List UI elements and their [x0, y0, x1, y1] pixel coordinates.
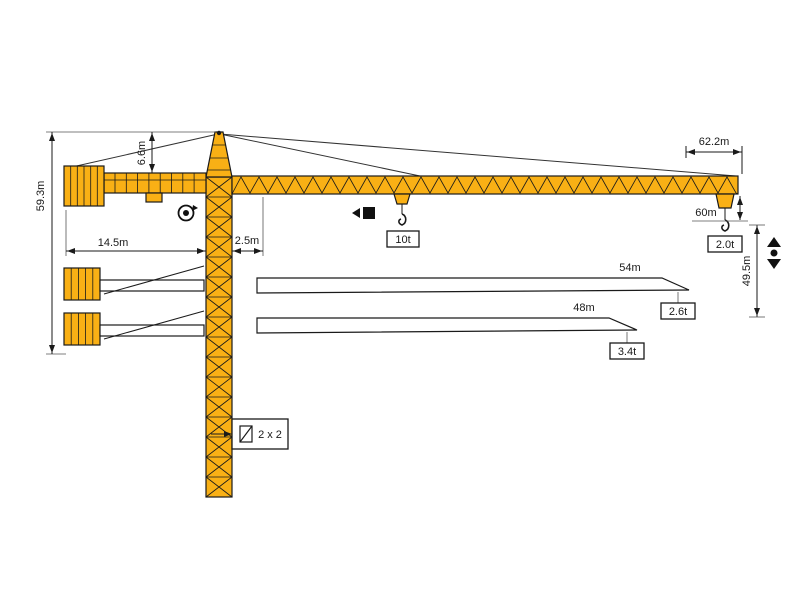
dim-counterjib: 14.5m [66, 210, 206, 256]
max-load-badge: 10t [387, 231, 419, 247]
counterweight-variant-1 [64, 266, 204, 300]
dim-tower-head: 6.6m [136, 132, 155, 173]
jib-variant-48: 48m [257, 302, 637, 343]
slewing-icon [179, 205, 199, 221]
dim-jib-length: 62.2m [686, 136, 742, 174]
hook-icon [399, 214, 406, 225]
mast-section-label: 2 x 2 [258, 429, 282, 441]
tip-load-54-label: 2.6t [669, 306, 687, 318]
pivot-offset-label: 2.5m [235, 235, 259, 247]
tip-load-62-label: 2.0t [716, 239, 734, 251]
apex-pulley-icon [217, 131, 221, 135]
counterweight-variant-2 [64, 311, 204, 345]
tip-load-48-label: 3.4t [618, 346, 636, 358]
tip-hook-icon [722, 220, 729, 231]
tie-bars [72, 134, 736, 176]
tip-load-badge-62: 2.0t [708, 236, 742, 252]
counter-jib [104, 173, 206, 202]
hook-depth-label: 60m [695, 207, 716, 219]
tower-mast [206, 177, 232, 497]
trolley-hook [394, 194, 410, 225]
trolley-travel-icon [352, 207, 375, 219]
dim-pivot-offset: 2.5m [232, 197, 263, 256]
jib-tip-hook [716, 194, 734, 231]
tip-load-badge-54: 2.6t [661, 303, 695, 319]
counterweight-main [64, 166, 104, 206]
main-jib [232, 176, 738, 194]
tower-head [206, 131, 232, 177]
tip-load-badge-48: 3.4t [610, 343, 644, 359]
jib-length-label: 62.2m [699, 136, 730, 148]
jib-48-label: 48m [573, 302, 594, 314]
tower-head-label: 6.6m [136, 141, 148, 165]
total-height-label: 59.3m [35, 181, 47, 212]
dim-hook-height: 49.5m [741, 225, 765, 317]
hoist-winch [146, 193, 162, 202]
jib-variant-54: 54m [257, 262, 689, 303]
jib-54-label: 54m [619, 262, 640, 274]
hoist-icon [767, 237, 781, 269]
max-load-label: 10t [395, 234, 410, 246]
counterjib-label: 14.5m [98, 237, 129, 249]
hook-height-label: 49.5m [741, 256, 753, 287]
